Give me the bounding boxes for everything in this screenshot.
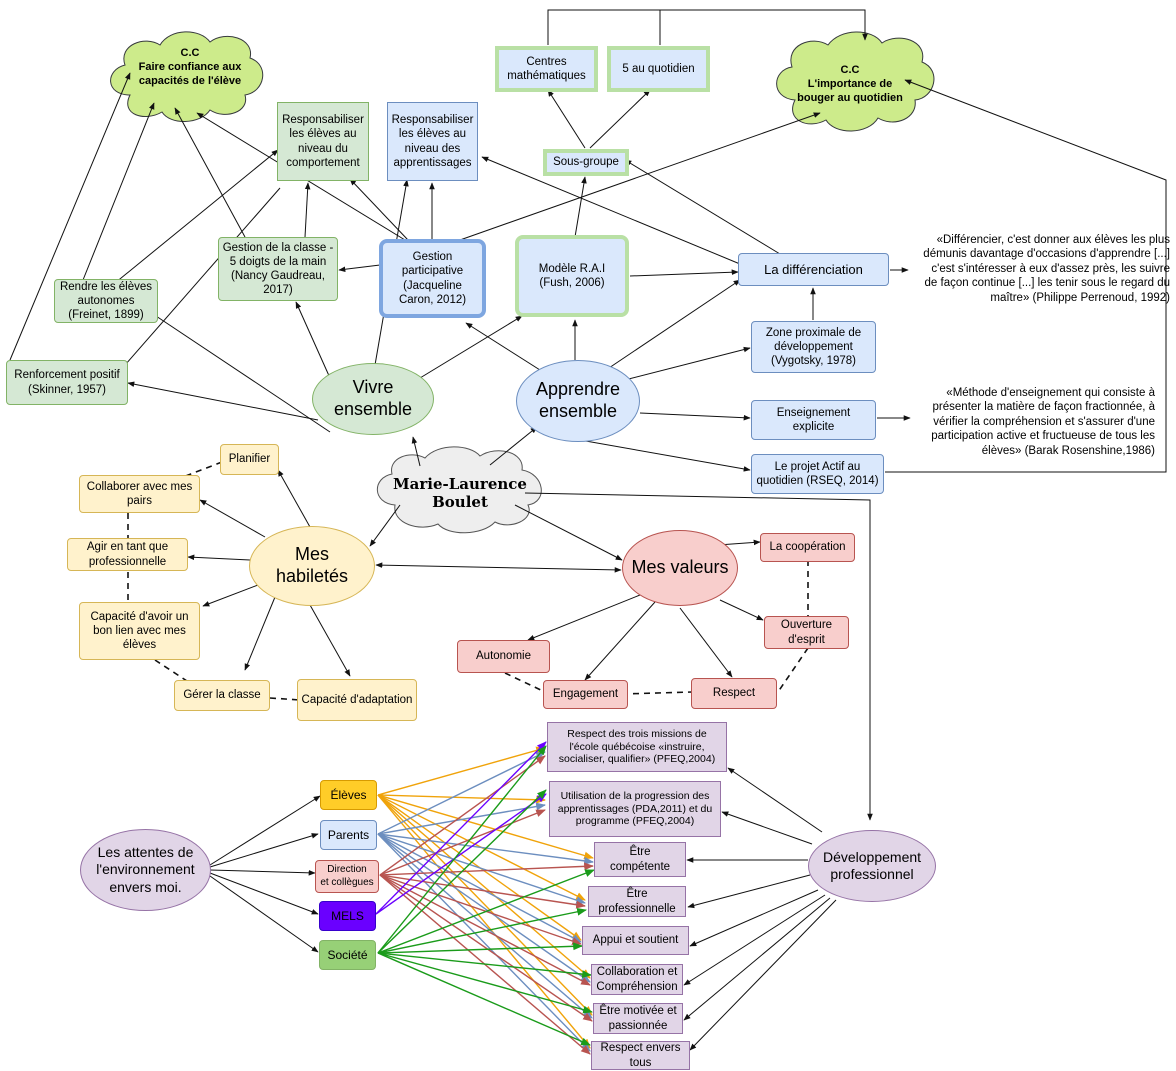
enseignement-explicite-box: Enseignement explicite [751,400,876,440]
valeur-cooperation: La coopération [760,533,855,562]
habilete-gerer-classe: Gérer la classe [174,680,270,711]
cc-right-label: C.C L'importance de bouger au quotidien [797,64,903,104]
centres-math-box: Centres mathématiques [495,46,598,92]
rosenshine-quote: «Méthode d'enseignement qui consiste à p… [931,387,1155,457]
responsabiliser-apprentissages-box: Responsabiliser les élèves au niveau des… [387,102,478,181]
gestion-classe-box: Gestion de la classe - 5 doigts de la ma… [218,237,338,301]
habilete-agir-professionnelle: Agir en tant que professionnelle [67,538,188,571]
dev-item-competente: Être compétente [594,842,686,877]
dev-item-motivee: Être motivée et passionnée [593,1003,683,1034]
valeur-respect: Respect [691,678,777,709]
dev-item-appui: Appui et soutient [582,926,689,955]
source-societe: Société [319,940,376,970]
renforcement-box: Renforcement positif (Skinner, 1957) [6,360,128,405]
dev-item-collaboration: Collaboration et Compréhension [591,964,683,995]
dev-item-professionnelle: Être professionnelle [588,886,686,917]
gestion-participative-box: Gestion participative (Jacqueline Caron,… [379,239,486,318]
valeur-engagement: Engagement [543,680,628,709]
cinq-quotidien-box: 5 au quotidien [607,46,710,92]
zone-proximale-box: Zone proximale de développement (Vygotsk… [751,321,876,373]
habilete-planifier: Planifier [220,444,279,475]
habilete-collaborer: Collaborer avec mes pairs [79,475,200,513]
cloud-center-shape [376,446,542,534]
habilete-adaptation: Capacité d'adaptation [297,679,417,721]
valeur-autonomie: Autonomie [457,640,550,673]
source-mels: MELS [319,901,376,931]
source-direction: Direction et collègues [315,860,379,893]
cloud-right-shape [776,31,935,132]
attentes-node: Les attentes de l'environnement envers m… [80,829,211,911]
perrenoud-quote: «Différencier, c'est donner aux élèves l… [923,234,1170,304]
developpement-node: Développement professionnel [808,830,936,902]
source-parents: Parents [320,820,377,850]
vivre-ensemble-node: Vivre ensemble [312,363,434,435]
apprendre-ensemble-node: Apprendre ensemble [516,360,640,442]
source-eleves: Élèves [320,780,377,810]
cc-left-label: C.C Faire confiance aux capacités de l'é… [138,47,242,87]
dev-item-respect-tous: Respect envers tous [591,1041,690,1070]
projet-actif-box: Le projet Actif au quotidien (RSEQ, 2014… [751,454,884,494]
habilete-lien-eleves: Capacité d'avoir un bon lien avec mes él… [79,602,200,660]
mes-habiletes-node: Mes habiletés [249,526,375,606]
differenciation-box: La différenciation [738,253,889,286]
mes-valeurs-node: Mes valeurs [622,530,738,606]
modele-rai-box: Modèle R.A.I (Fush, 2006) [515,235,629,317]
sous-groupe-box: Sous-groupe [543,149,629,176]
dev-item-progression: Utilisation de la progression des appren… [549,781,721,837]
rendre-autonomes-box: Rendre les élèves autonomes (Freinet, 18… [54,279,158,323]
cloud-left-shape [110,31,264,122]
responsabiliser-comportement-box: Responsabiliser les élèves au niveau du … [277,102,369,181]
center-label: Marie-Laurence Boulet [393,475,527,511]
dev-item-missions: Respect des trois missions de l'école qu… [547,722,727,772]
valeur-ouverture: Ouverture d'esprit [764,616,849,649]
